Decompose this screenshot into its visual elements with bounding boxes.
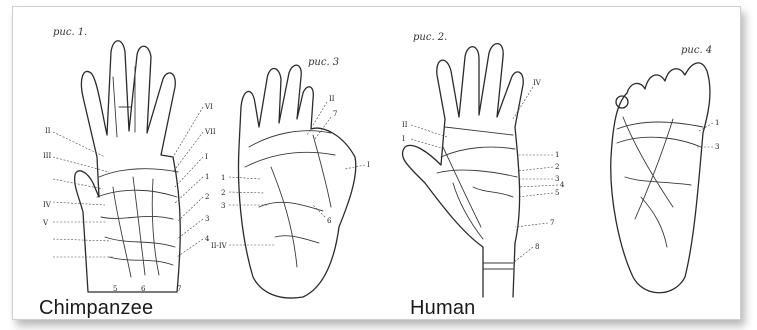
fig1-mark: V bbox=[42, 219, 49, 227]
fig1-mark: 5 bbox=[113, 285, 117, 293]
fig3-mark: 2 bbox=[221, 189, 225, 197]
fig3-mark: II bbox=[329, 95, 335, 103]
fig2-mark: 4 bbox=[560, 181, 565, 189]
fig2-mark: 1 bbox=[555, 151, 559, 159]
fig3-mark: 1 bbox=[221, 174, 225, 182]
fig1-label: рис. 1. bbox=[53, 27, 87, 38]
fig3-mark: 6 bbox=[327, 217, 332, 225]
fig1-mark: 1 bbox=[205, 173, 209, 181]
caption-human: Human bbox=[410, 296, 475, 320]
fig1-mark: IV bbox=[43, 201, 52, 209]
fig1-mark: II bbox=[45, 127, 51, 135]
fig3-label: рис. 3 bbox=[308, 57, 339, 68]
fig3-mark: II-IV bbox=[211, 242, 228, 250]
fig2-mark: II bbox=[402, 121, 408, 129]
fig1-mark: 3 bbox=[205, 215, 209, 223]
fig2-mark: IV bbox=[533, 79, 542, 87]
fig2-mark: 5 bbox=[555, 189, 559, 197]
fig2-mark: 2 bbox=[555, 163, 559, 171]
fig1-mark: III bbox=[43, 152, 52, 160]
fig1-mark: 4 bbox=[205, 235, 210, 243]
fig1-mark: 7 bbox=[177, 285, 181, 293]
fig3-mark: 3 bbox=[221, 202, 225, 210]
fig2-human-hand: рис. 2. IV II I 1 2 3 4 5 7 8 bbox=[402, 32, 565, 297]
fig2-mark: 3 bbox=[555, 175, 559, 183]
fig4-label: рис. 4 bbox=[681, 45, 712, 56]
fig1-mark: 6 bbox=[141, 285, 146, 293]
fig2-mark: I bbox=[402, 135, 405, 143]
figure-plate: рис. 1. II III IV V VI VII I 1 2 3 4 5 bbox=[12, 6, 741, 320]
fig1-mark: I bbox=[205, 153, 208, 161]
caption-chimpanzee: Chimpanzee bbox=[39, 296, 153, 320]
fig2-mark: 8 bbox=[535, 243, 539, 251]
fig1-mark: VI bbox=[204, 103, 213, 111]
fig3-mark: 7 bbox=[333, 110, 337, 118]
palm-crease-illustration: рис. 1. II III IV V VI VII I 1 2 3 4 5 bbox=[13, 7, 740, 319]
fig1-mark: 2 bbox=[205, 193, 209, 201]
fig3-chimpanzee-hand: рис. 3 II 1 2 3 7 6 I II-IV bbox=[211, 57, 370, 298]
fig4-human-foot: рис. 4 1 3 bbox=[611, 45, 720, 293]
fig4-mark: 3 bbox=[715, 143, 719, 151]
fig2-label: рис. 2. bbox=[413, 32, 447, 43]
fig3-mark: I bbox=[367, 161, 370, 169]
fig2-mark: 7 bbox=[550, 219, 554, 227]
fig4-mark: 1 bbox=[715, 119, 719, 127]
fig1-chimpanzee-hand: рис. 1. II III IV V VI VII I 1 2 3 4 5 bbox=[42, 27, 216, 293]
fig1-mark: VII bbox=[204, 128, 216, 136]
